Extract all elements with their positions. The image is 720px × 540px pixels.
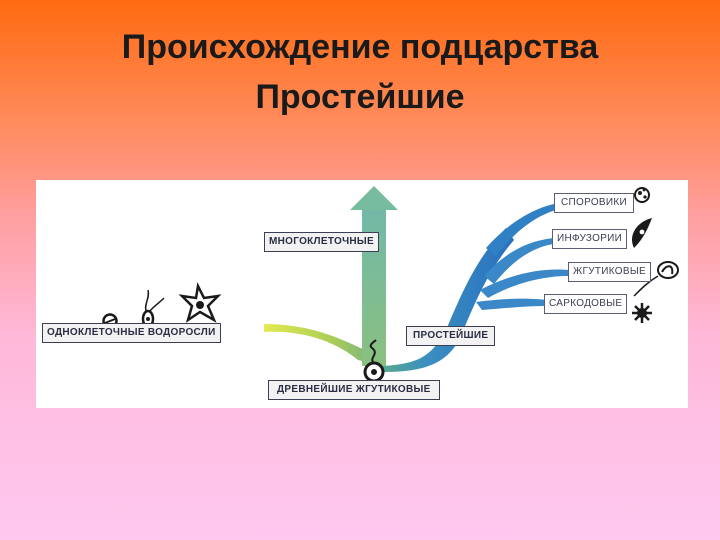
branch-sarcodines — [476, 298, 546, 310]
algae-branch — [264, 324, 382, 366]
label-protozoa: ПРОСТЕЙШИЕ — [406, 326, 496, 346]
label-ancient-flagellates: ДРЕВНЕЙШИЕ ЖГУТИКОВЫЕ — [268, 380, 440, 400]
flagellate-cell-icon — [141, 289, 165, 329]
branch-flagellates — [480, 269, 568, 298]
sporozoan-icon — [634, 187, 650, 203]
label-multicellular: МНОГОКЛЕТОЧНЫЕ — [264, 232, 379, 252]
amoeba-icon — [632, 303, 652, 323]
label-ciliates: ИНФУЗОРИИ — [552, 229, 628, 249]
slide-title: Происхождение подцарства Простейшие — [0, 22, 720, 122]
label-sarcodines: САРКОДОВЫЕ — [544, 294, 628, 314]
ciliate-icon — [632, 218, 652, 248]
title-line-1: Происхождение подцарства — [121, 28, 599, 66]
label-flagellates: ЖГУТИКОВЫЕ — [568, 262, 651, 282]
star-cell-icon — [178, 282, 222, 323]
title-line-2: Простейшие — [255, 78, 465, 116]
diagram-graphics — [102, 186, 679, 383]
evolution-diagram: МНОГОКЛЕТОЧНЫЕ ОДНОКЛЕТОЧНЫЕ ВОДОРОСЛИ П… — [36, 180, 688, 408]
flagellate-organism-icon — [633, 261, 679, 297]
label-sporozoans: СПОРОВИКИ — [554, 193, 634, 213]
label-unicellular-algae: ОДНОКЛЕТОЧНЫЕ ВОДОРОСЛИ — [42, 323, 221, 343]
multicellular-arrowhead — [350, 186, 398, 210]
branch-sporozoans — [486, 204, 556, 256]
branch-ciliates — [484, 238, 554, 284]
protozoa-trunk — [382, 228, 514, 372]
